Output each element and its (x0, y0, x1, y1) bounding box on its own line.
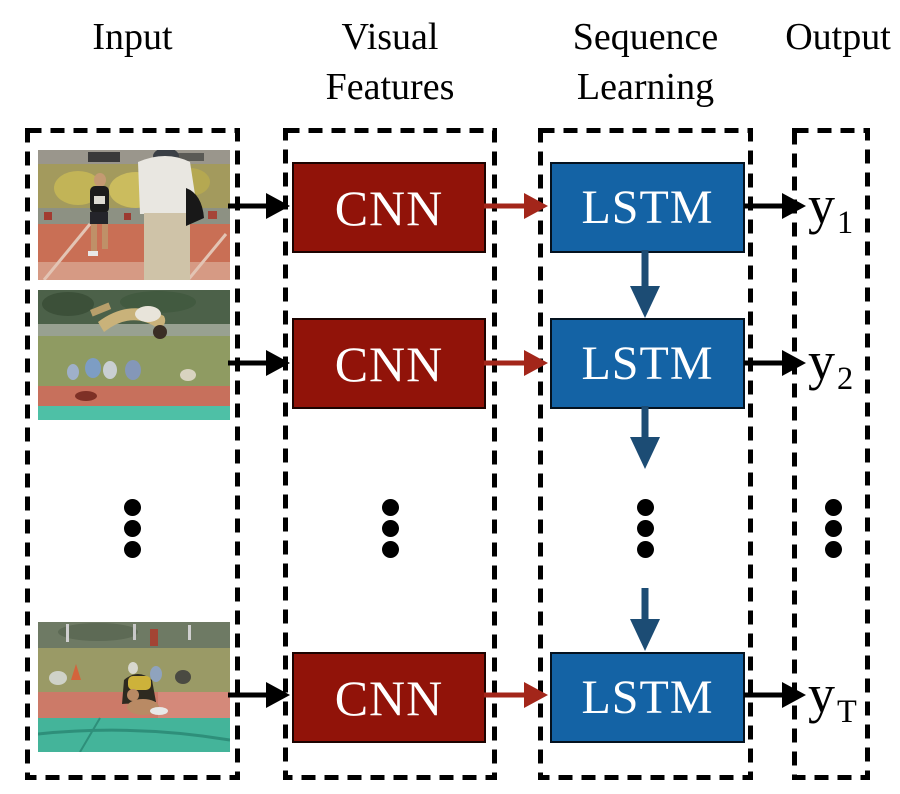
video-frame-3-image (38, 622, 230, 752)
output-y1-base: y (808, 175, 835, 235)
arrow-lstm2-down (630, 406, 660, 469)
arrow-cnn-to-lstm-row2 (484, 350, 548, 376)
output-y1-subscript: 1 (837, 204, 854, 241)
cnn-box-2: CNN (292, 318, 486, 409)
vertical-ellipsis-icon-input (124, 499, 141, 562)
arrow-lstm1-to-lstm2 (630, 250, 660, 318)
vertical-ellipsis-icon-visual-features (382, 499, 399, 562)
column-header-sequence-learning: Sequence Learning (572, 16, 719, 109)
visual-features-column-frame (283, 128, 497, 780)
arrow-input-to-cnn-row1 (228, 193, 290, 219)
arrow-lstm-to-output-row1 (744, 193, 806, 219)
arrow-cnn-to-lstm-row3 (484, 682, 548, 708)
output-label-yT: yT (808, 664, 857, 728)
arrow-cnn-to-lstm-row1 (484, 193, 548, 219)
video-frame-1-image (38, 150, 230, 280)
lstm-box-2: LSTM (550, 318, 745, 409)
video-frame-2-image (38, 290, 230, 420)
output-yT-subscript: T (837, 693, 857, 730)
lstm-box-3: LSTM (550, 652, 745, 743)
arrow-input-to-cnn-row2 (228, 350, 290, 376)
output-label-y2: y2 (808, 331, 853, 395)
arrow-input-to-cnn-row3 (228, 682, 290, 708)
vertical-ellipsis-icon-sequence-learning (637, 499, 654, 562)
output-y2-base: y (808, 331, 835, 391)
output-label-y1: y1 (808, 175, 853, 239)
output-column-frame (792, 128, 870, 780)
output-y2-subscript: 2 (837, 360, 854, 397)
vertical-ellipsis-icon-output (825, 499, 842, 562)
column-header-output: Output (785, 16, 891, 58)
input-column-frame (25, 128, 240, 780)
cnn-box-3: CNN (292, 652, 486, 743)
arrow-down-to-lstm3 (630, 588, 660, 651)
lstm-box-1: LSTM (550, 162, 745, 253)
arrow-lstm-to-output-row3 (744, 682, 806, 708)
column-header-visual-features: Visual Features (325, 16, 455, 109)
arrow-lstm-to-output-row2 (744, 350, 806, 376)
sequence-learning-column-frame (538, 128, 753, 780)
column-header-input: Input (92, 16, 173, 58)
output-yT-base: y (808, 664, 835, 724)
cnn-box-1: CNN (292, 162, 486, 253)
